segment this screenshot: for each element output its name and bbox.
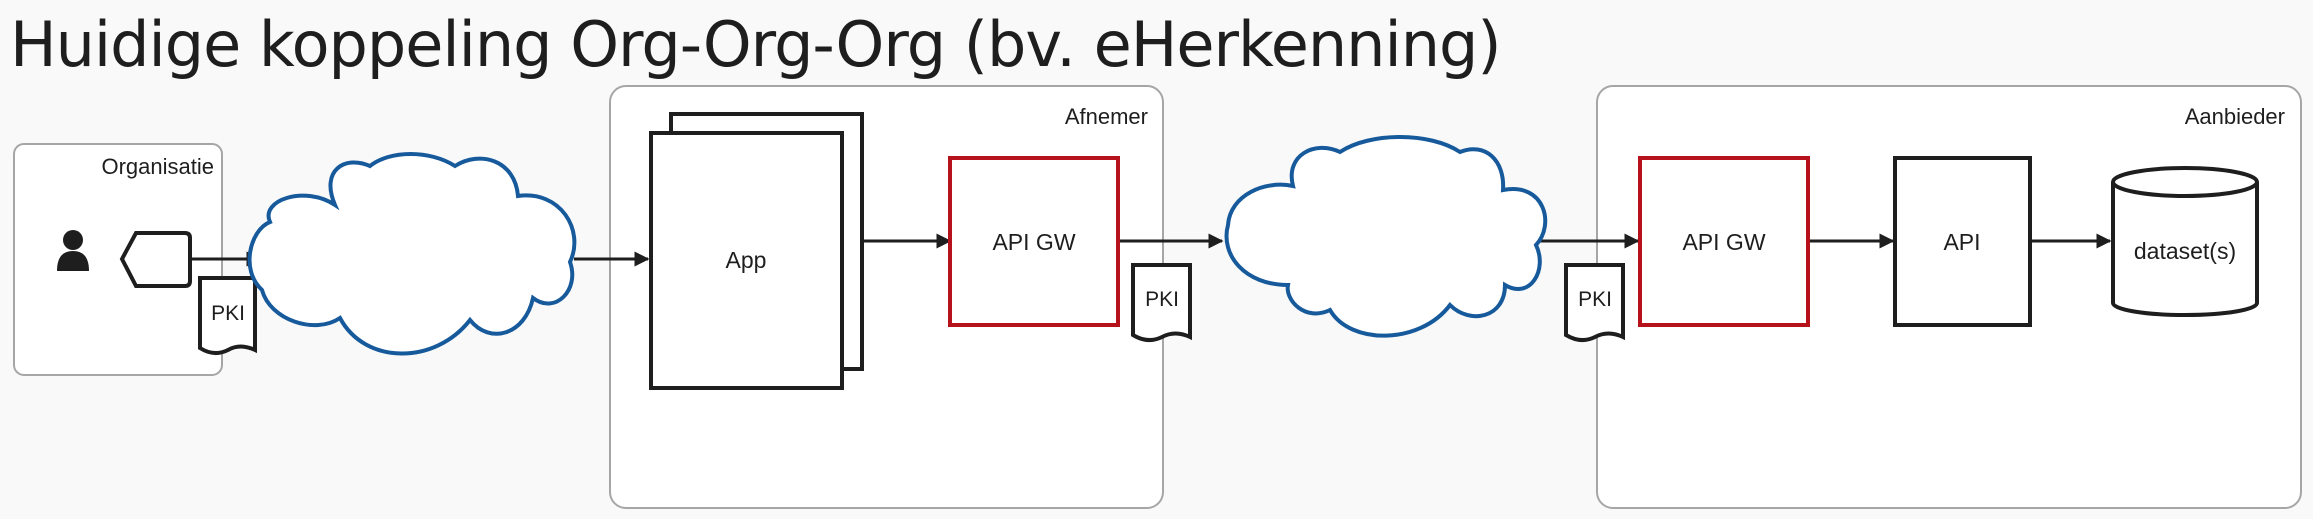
- pki-aanbieder: PKI: [1564, 263, 1625, 342]
- app-label: App: [726, 247, 767, 273]
- api-node: API: [1893, 156, 2032, 327]
- cloud-icon: [247, 152, 577, 356]
- token-icon: [119, 231, 192, 288]
- pki-aanbieder-label: PKI: [1578, 288, 1612, 311]
- database-icon: dataset(s): [2111, 166, 2259, 317]
- cloud-icon: [1224, 135, 1548, 338]
- pki-afnemer-label: PKI: [1145, 288, 1179, 311]
- api-gateway-aanbieder-label: API GW: [1682, 229, 1765, 255]
- pki-organisatie: PKI: [198, 276, 257, 355]
- api-gateway-afnemer: API GW: [948, 156, 1120, 327]
- pki-afnemer: PKI: [1131, 263, 1192, 342]
- document-icon: [198, 276, 257, 355]
- app-node: App: [649, 112, 864, 390]
- document-icon: [1131, 263, 1192, 342]
- api-gateway-afnemer-label: API GW: [992, 229, 1075, 255]
- document-icon: [1564, 263, 1625, 342]
- dataset-label: dataset(s): [2134, 238, 2236, 264]
- api-label: API: [1943, 229, 1980, 255]
- group-afnemer-label: Afnemer: [1065, 104, 1148, 129]
- page-title: Huidige koppeling Org-Org-Org (bv. eHerk…: [10, 8, 1502, 81]
- group-organisatie-label: Organisatie: [101, 154, 214, 179]
- api-gateway-aanbieder: API GW: [1638, 156, 1810, 327]
- group-aanbieder-label: Aanbieder: [2185, 104, 2285, 129]
- pki-organisatie-label: PKI: [211, 302, 245, 325]
- user-icon: [57, 230, 89, 271]
